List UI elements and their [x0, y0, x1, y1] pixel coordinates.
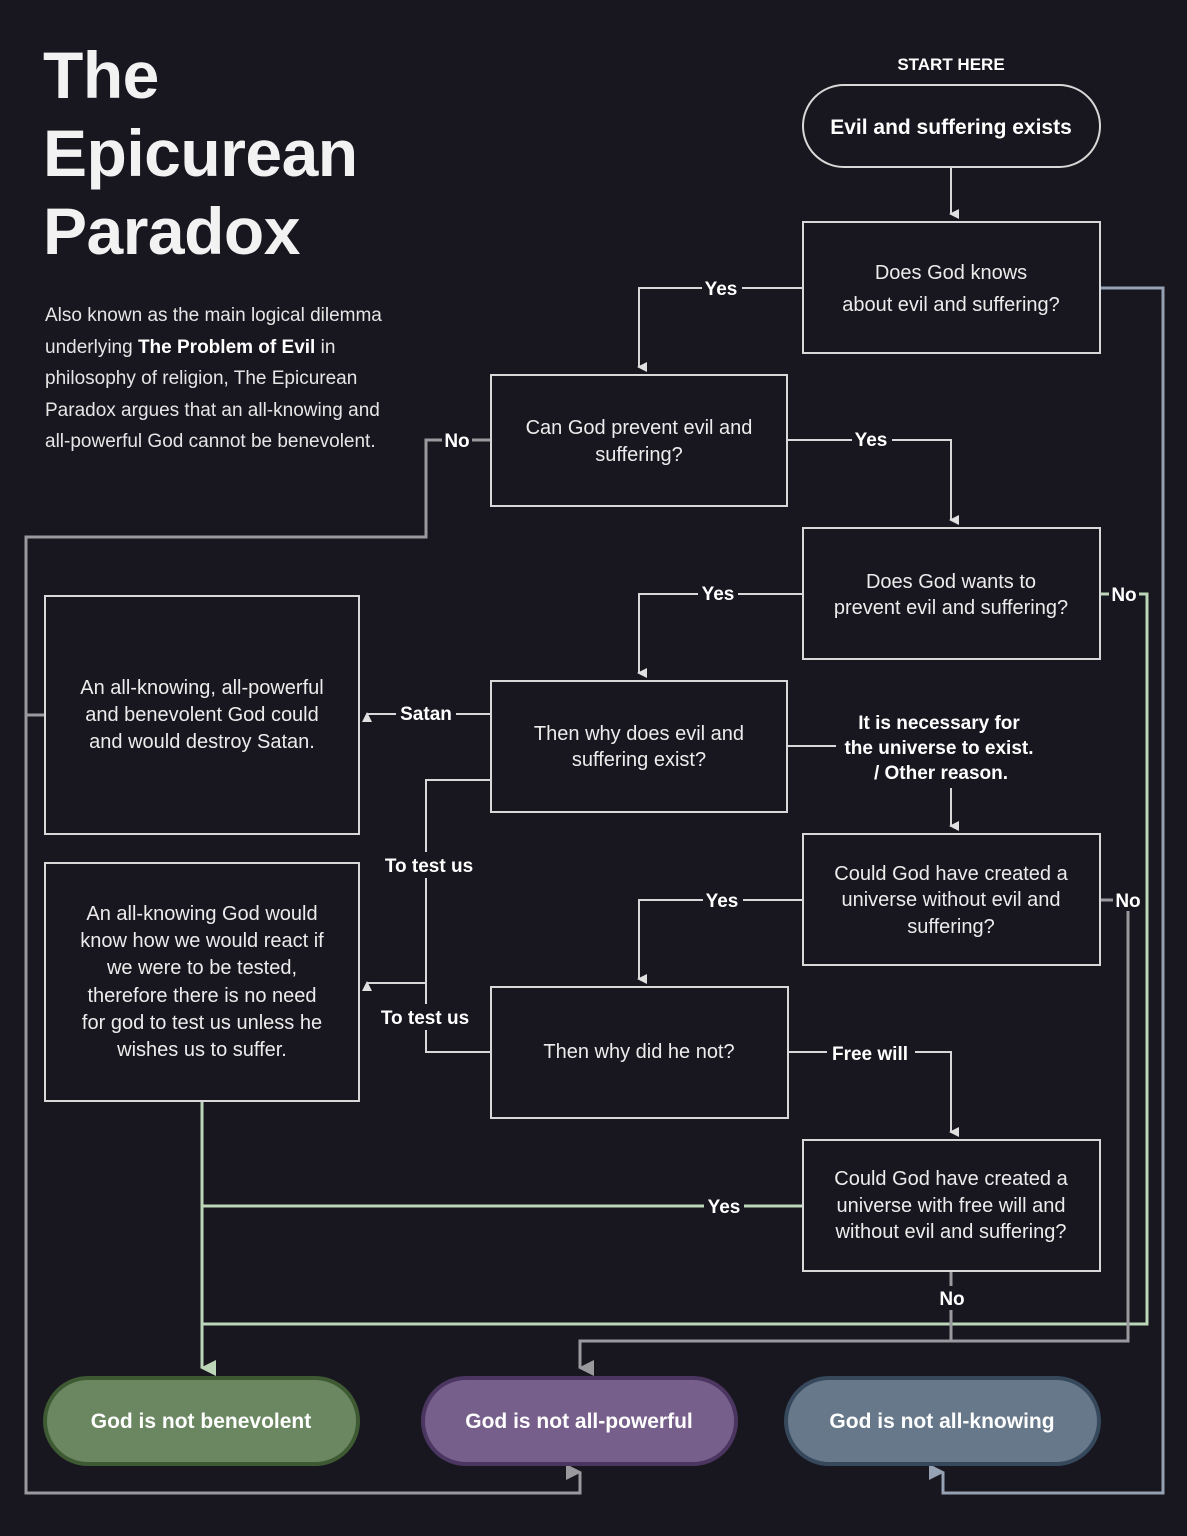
node-can-prevent[interactable]: Can God prevent evil and suffering?: [490, 374, 788, 507]
outcome-not-all-knowing[interactable]: God is not all-knowing: [784, 1376, 1101, 1466]
edge-wants-yes: [637, 593, 803, 678]
title-line: The: [43, 38, 159, 112]
edge-label-test2: To test us: [381, 1008, 469, 1029]
outcome-label: God is not all-knowing: [829, 1410, 1054, 1433]
node-text: universe with free will and: [837, 1195, 1066, 1217]
node-wants[interactable]: Does God wants to prevent evil and suffe…: [802, 527, 1101, 660]
node-text: about evil and suffering?: [842, 294, 1060, 316]
node-text: An all-knowing God would: [86, 903, 317, 925]
edge-label-wants-no: No: [1111, 585, 1136, 606]
node-text: we were to be tested,: [106, 957, 297, 979]
node-text: without evil and suffering?: [835, 1221, 1067, 1243]
node-text: universe without evil and: [841, 889, 1060, 911]
node-text: know how we would react if: [80, 930, 324, 952]
edge-label-satan: Satan: [400, 704, 452, 725]
edge-label-wants-yes: Yes: [702, 584, 735, 605]
intro-text: Also known as the main logical dilemma u…: [45, 305, 382, 358]
intro-paragraph: Also known as the main logical dilemma u…: [45, 300, 390, 458]
page-title: The Epicurean Paradox: [43, 36, 358, 270]
edge-can-yes: [787, 439, 959, 525]
node-text: and would destroy Satan.: [89, 731, 315, 753]
node-why-exist[interactable]: Then why does evil and suffering exist?: [490, 680, 788, 813]
node-text: An all-knowing, all-powerful: [80, 677, 323, 699]
edge-label-test1: To test us: [385, 856, 473, 877]
edge-label-knows-yes: Yes: [705, 279, 738, 300]
node-satan[interactable]: An all-knowing, all-powerful and benevol…: [44, 595, 360, 835]
start-caption: START HERE: [897, 55, 1004, 74]
node-text: wishes us to suffer.: [116, 1039, 287, 1061]
intro-text: in philosophy of religion, The Epicurean…: [45, 336, 380, 453]
intro-bold: The Problem of Evil: [137, 336, 316, 358]
edge-without-yes: [637, 899, 803, 984]
node-text: therefore there is no need: [87, 985, 316, 1007]
edge-label-can-no: No: [444, 431, 469, 452]
outcome-label: God is not benevolent: [91, 1410, 312, 1433]
edge-label-free-will: Free will: [832, 1044, 908, 1065]
edge-label-without-yes: Yes: [706, 891, 739, 912]
node-text: suffering?: [907, 916, 994, 938]
node-text: Then why does evil and: [534, 723, 744, 745]
node-test[interactable]: An all-knowing God would know how we wou…: [44, 862, 360, 1102]
node-knows[interactable]: Does God knows about evil and suffering?: [802, 221, 1101, 354]
edge-label-necessary: It is necessary for: [858, 713, 1020, 734]
node-text: prevent evil and suffering?: [834, 597, 1068, 619]
edge-label-can-yes: Yes: [855, 430, 888, 451]
node-could-without[interactable]: Could God have created a universe withou…: [802, 833, 1101, 966]
start-label: Evil and suffering exists: [830, 116, 1072, 139]
edge-label-necessary: the universe to exist.: [844, 738, 1033, 759]
node-text: Could God have created a: [834, 1168, 1068, 1190]
node-text: and benevolent God could: [85, 704, 319, 726]
node-text: Could God have created a: [834, 863, 1068, 885]
outcome-label: God is not all-powerful: [465, 1410, 693, 1433]
node-text: for god to test us unless he: [82, 1012, 322, 1034]
edge-test1: [362, 779, 491, 991]
node-text: Does God wants to: [866, 571, 1036, 593]
node-text: Can God prevent evil and: [526, 417, 753, 439]
outcome-not-all-powerful[interactable]: God is not all-powerful: [421, 1376, 738, 1466]
edge-label-without-no: No: [1115, 891, 1140, 912]
edge-can-no: [24, 438, 582, 1495]
edge-knows-yes: [637, 287, 803, 372]
node-text: Then why did he not?: [543, 1041, 734, 1063]
edge-label-fw-yes: Yes: [708, 1197, 741, 1218]
title-line: Epicurean: [43, 116, 358, 190]
node-why-not[interactable]: Then why did he not?: [490, 986, 789, 1119]
node-text: suffering exist?: [572, 749, 706, 771]
edge-knows-no: [929, 286, 1165, 1495]
start-node[interactable]: [802, 84, 1101, 168]
node-text: Does God knows: [875, 262, 1027, 284]
outcome-not-benevolent[interactable]: God is not benevolent: [43, 1376, 360, 1466]
title-line: Paradox: [43, 194, 300, 268]
edge-label-necessary: / Other reason.: [874, 763, 1008, 784]
node-text: suffering?: [595, 444, 682, 466]
edge-without-no: [578, 898, 1130, 1376]
edge-label-fw-no: No: [939, 1289, 964, 1310]
node-free-will-question[interactable]: Could God have created a universe with f…: [802, 1139, 1101, 1272]
